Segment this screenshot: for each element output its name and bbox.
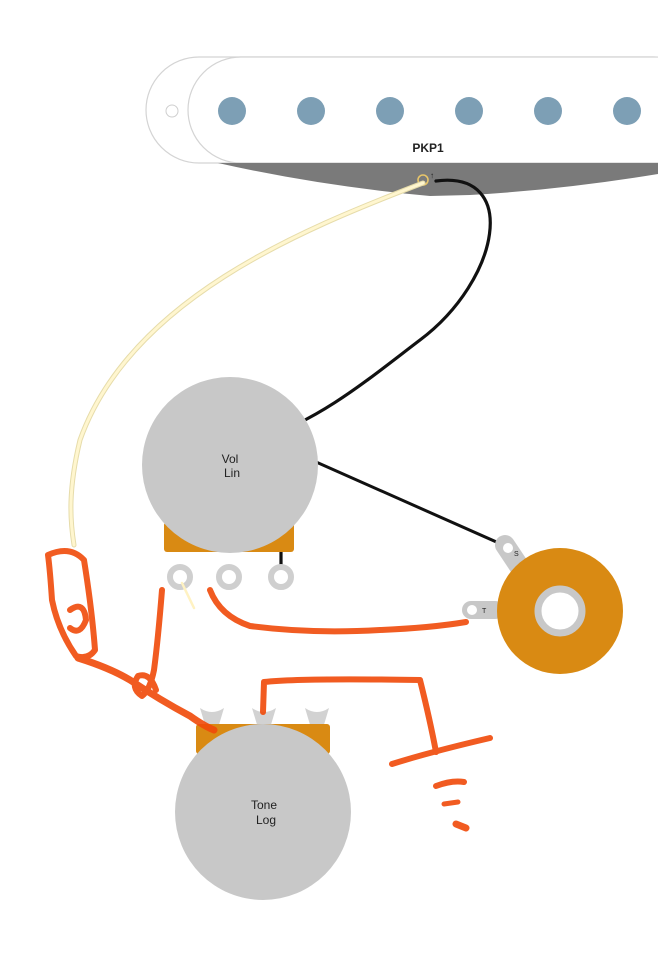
pole-piece — [455, 97, 483, 125]
pickup-mount-hole — [165, 104, 179, 118]
tone-pot-lug-2 — [252, 708, 276, 728]
pole-piece — [218, 97, 246, 125]
pole-pieces — [218, 97, 641, 125]
tone-pot-label-line1: Tone — [251, 798, 277, 812]
markup-ground-symbol-2 — [441, 799, 461, 807]
volume-pot-lugs — [167, 564, 294, 590]
volume-pot-label-line1: Vol — [222, 452, 239, 466]
markup-tone-lug2-to-cap — [260, 676, 439, 755]
jack-sleeve-label: T — [482, 608, 487, 615]
markup-loop-left — [45, 548, 98, 661]
tone-pot-label-line2: Log — [256, 813, 276, 827]
volume-lug-1-wire-stub — [180, 581, 196, 610]
pickup-terminal-label: ↑ — [430, 171, 434, 180]
pole-piece — [376, 97, 404, 125]
volume-pot: Vol Lin — [142, 377, 318, 610]
markup-capacitor-stroke — [389, 735, 493, 767]
jack-tip-label: S — [514, 551, 519, 558]
pickup-hot-wire-core — [69, 181, 425, 547]
pickup: PKP1 ↑ — [145, 56, 658, 196]
pickup-ground-wire — [260, 178, 492, 440]
volume-pot-label-line2: Lin — [224, 466, 240, 480]
volume-pot-body — [142, 377, 318, 553]
markup-volume-lug2-to-jack — [207, 587, 469, 635]
pole-piece — [297, 97, 325, 125]
pole-piece — [613, 97, 641, 125]
markup-ground-symbol-1 — [433, 778, 467, 789]
jack-sleeve-lug-hole — [467, 605, 477, 615]
markup-hot-to-tone — [74, 654, 218, 734]
volume-pot-lug-2 — [216, 564, 242, 590]
hand-drawn-wiring-markup — [45, 548, 493, 832]
tone-pot: Tone Log — [175, 708, 351, 900]
pole-piece — [534, 97, 562, 125]
tone-pot-lugs — [200, 708, 329, 728]
jack-tip-lug-hole — [503, 543, 513, 553]
output-jack: S T — [462, 535, 623, 674]
volume-pot-lug-1 — [167, 564, 193, 590]
pickup-label: PKP1 — [412, 141, 444, 155]
volume-pot-lug-3 — [268, 564, 294, 590]
tone-pot-body — [175, 724, 351, 900]
markup-ground-symbol-3 — [452, 820, 470, 832]
markup-volume-lug1-down — [131, 587, 165, 699]
jack-center-hole — [534, 585, 586, 637]
tone-pot-lug-3 — [305, 708, 329, 728]
